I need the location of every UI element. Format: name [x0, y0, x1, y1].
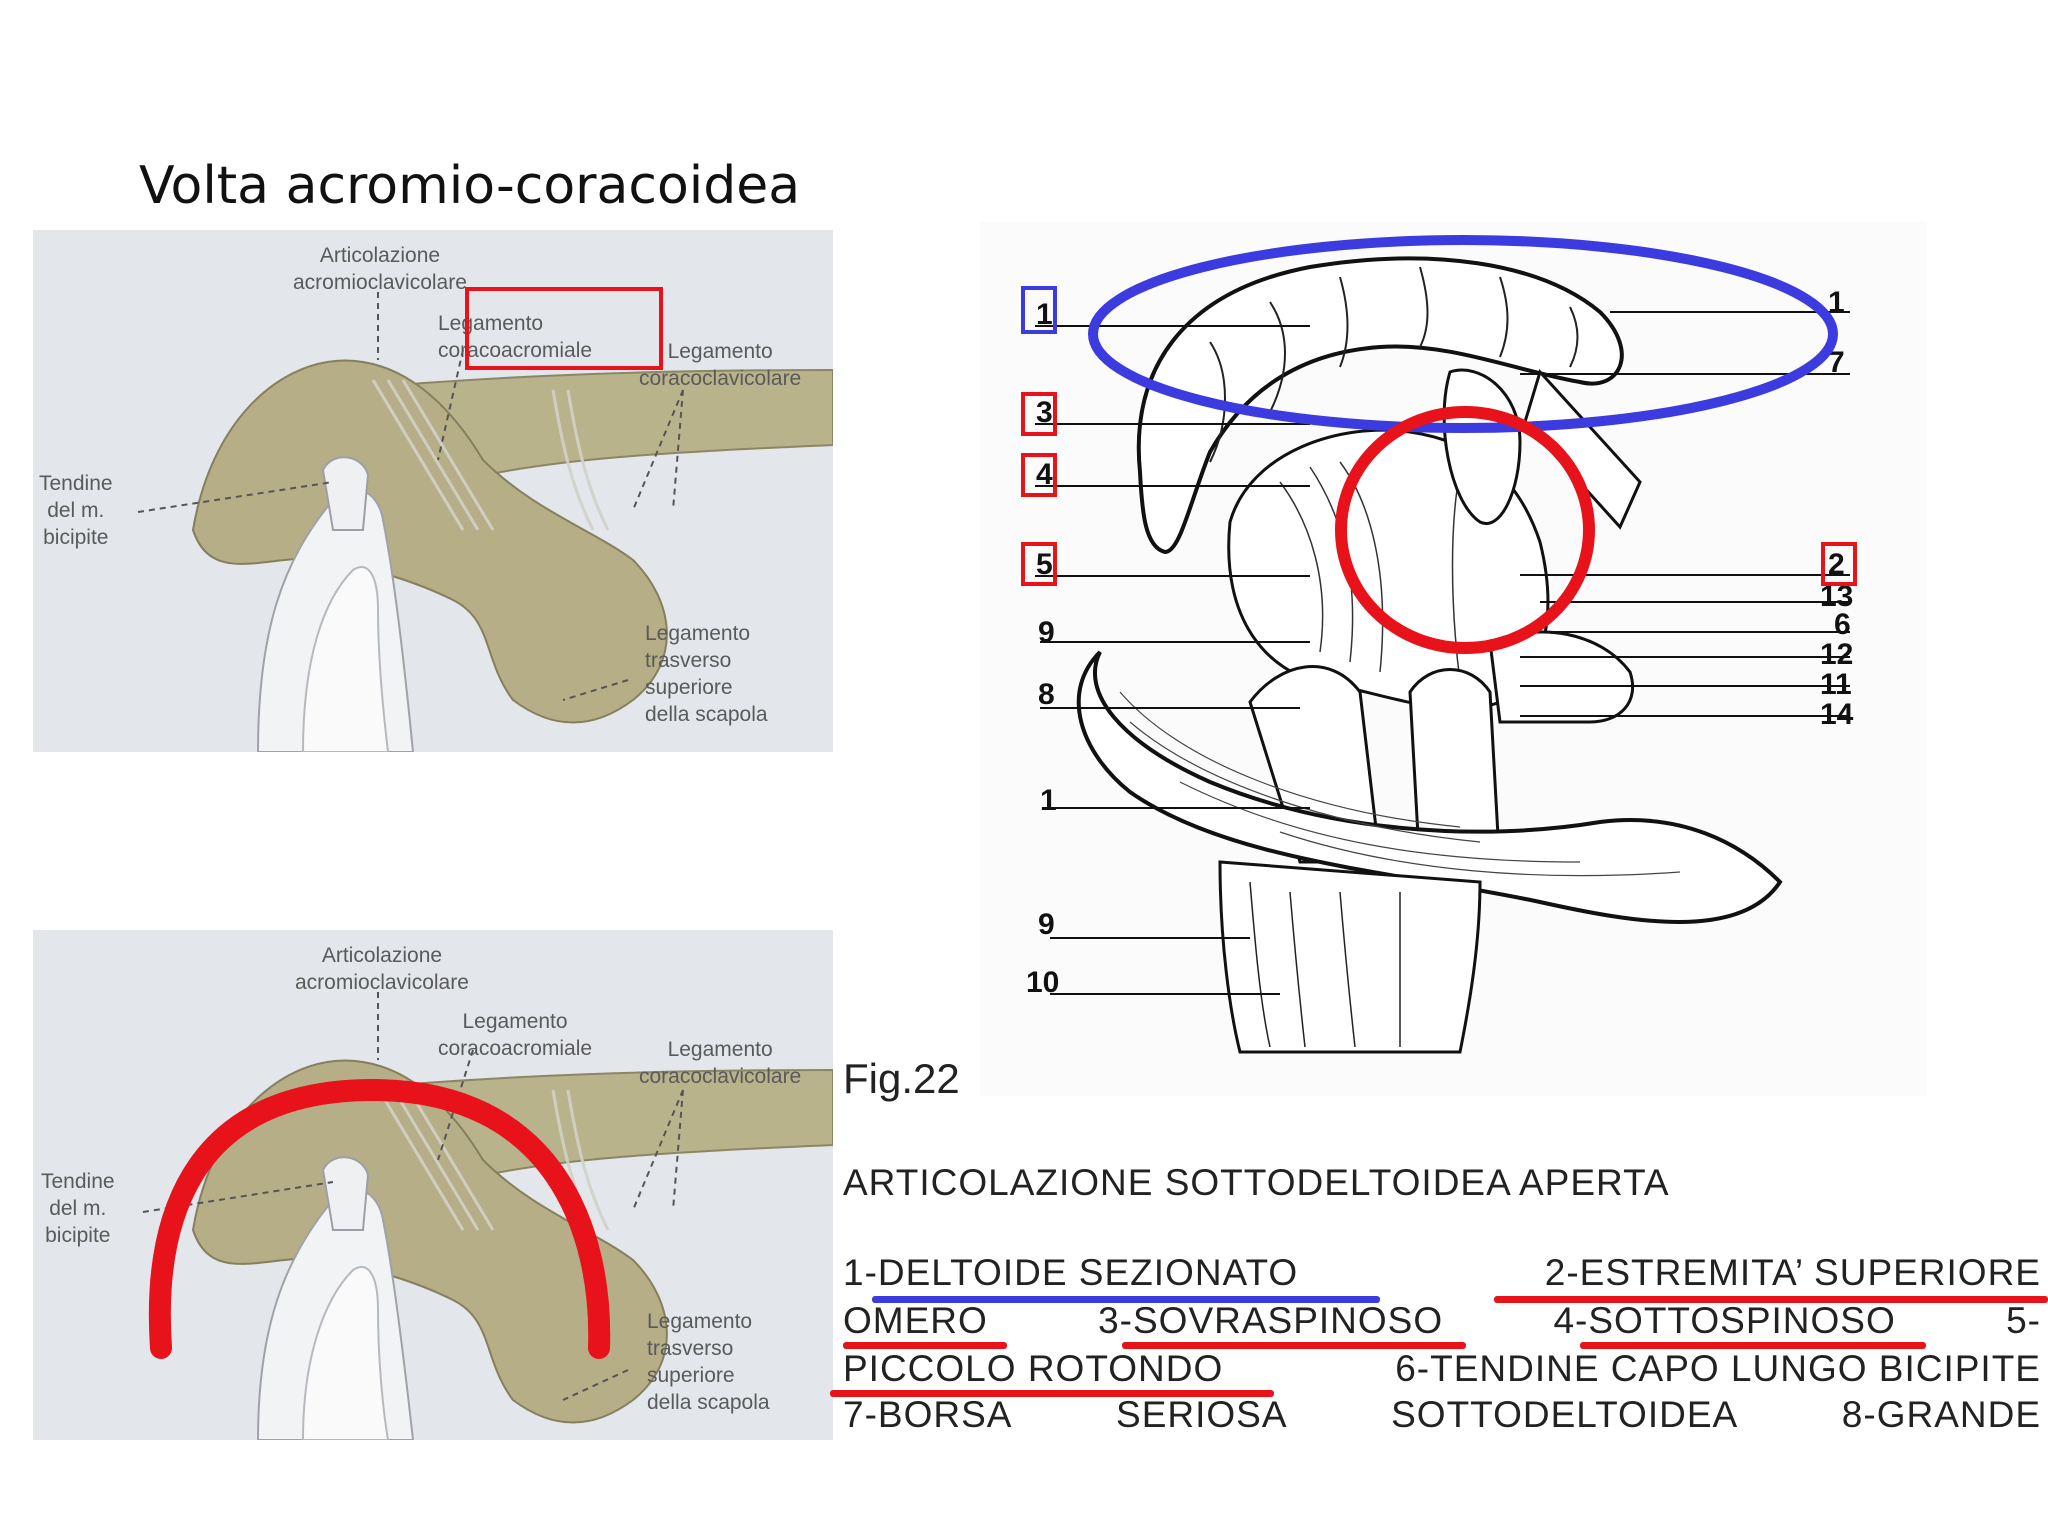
underline-sovraspinoso — [1122, 1342, 1466, 1349]
legend-item-3: 3-SOVRASPINOSO — [1098, 1300, 1444, 1341]
highlight-box-4 — [1021, 453, 1057, 497]
label-acromioclavicular-joint: Articolazione acromioclavicolare — [295, 944, 469, 994]
fig-number: 4 — [1036, 458, 1053, 491]
fig-number: 6 — [1834, 608, 1851, 641]
underline-piccolo-rotondo — [830, 1390, 1274, 1397]
legend-line-2: OMERO 3-SOVRASPINOSO 4-SOTTOSPINOSO 5- — [843, 1300, 2041, 1342]
fig-number: 1 — [1036, 298, 1053, 331]
highlight-box-1 — [1021, 286, 1057, 334]
label-coracoacromial-ligament: Legamento coracoacromiale — [438, 1010, 593, 1060]
arch-highlight — [148, 1078, 611, 1359]
highlight-box-5 — [1021, 542, 1057, 586]
legend-item-piccolo-rotondo: PICCOLO ROTONDO — [843, 1348, 1224, 1389]
legend-item-7b: SERIOSA — [1116, 1394, 1288, 1435]
fig-number: 11 — [1820, 668, 1852, 701]
fig-number: 2 — [1828, 548, 1845, 581]
deltoid-ellipse-highlight — [1088, 235, 1838, 433]
legend-item-5: 5- — [2006, 1300, 2041, 1341]
underline-sottospinoso — [1580, 1342, 1926, 1349]
figure-label: Fig.22 — [843, 1055, 960, 1102]
figure-22-drawing: 1 3 4 5 9 8 1 9 10 1 7 2 13 6 12 11 14 — [980, 222, 1926, 1096]
label-transverse-ligament: Legamento trasverso superiore della scap… — [647, 1310, 770, 1414]
label-transverse-ligament: Legamento trasverso superiore della scap… — [645, 622, 768, 726]
legend-item-8: 8-GRANDE — [1841, 1394, 2041, 1435]
fig-number: 1 — [1828, 286, 1845, 319]
fig-number: 3 — [1036, 396, 1053, 429]
fig-number: 9 — [1038, 908, 1055, 941]
shoulder-drawing-arch — [33, 930, 833, 1440]
legend-line-4: 7-BORSA SERIOSA SOTTODELTOIDEA 8-GRANDE — [843, 1394, 2041, 1436]
highlight-box-2 — [1821, 542, 1857, 586]
label-biceps-tendon: Tendine del m. bicipite — [39, 472, 113, 549]
bottom-shoulder-illustration: Articolazione acromioclavicolare Legamen… — [33, 930, 833, 1440]
legend-item-omero: OMERO — [843, 1300, 988, 1341]
legend-item-1: 1-DELTOIDE SEZIONATO — [843, 1252, 1299, 1293]
humeral-head-circle-highlight — [1335, 406, 1595, 654]
label-coracoclavicular-ligament: Legamento coracoclavicolare — [639, 340, 802, 390]
label-coracoacromial-ligament: Legamento coracoacromiale — [438, 312, 593, 362]
label-biceps-tendon: Tendine del m. bicipite — [41, 1170, 115, 1247]
legend-item-4: 4-SOTTOSPINOSO — [1553, 1300, 1896, 1341]
fig-number: 1 — [1040, 784, 1057, 817]
highlight-box-3 — [1021, 392, 1057, 436]
fig-number: 14 — [1820, 698, 1854, 731]
underline-omero — [843, 1342, 1007, 1349]
label-acromioclavicular-joint: Articolazione acromioclavicolare — [293, 244, 467, 294]
fig-number: 10 — [1026, 966, 1059, 999]
fig-number: 7 — [1828, 346, 1845, 379]
caption-title: ARTICOLAZIONE SOTTODELTOIDEA APERTA — [843, 1162, 1670, 1203]
legend-item-7c: SOTTODELTOIDEA — [1391, 1394, 1739, 1435]
underline-estremita-superiore — [1494, 1296, 2048, 1303]
legend-line-3: PICCOLO ROTONDO 6-TENDINE CAPO LUNGO BIC… — [843, 1348, 2041, 1390]
slide-title: Volta acromio-coracoidea — [139, 156, 801, 216]
subdeltoid-joint-drawing: 1 3 4 5 9 8 1 9 10 1 7 2 13 6 12 11 14 — [1021, 235, 1857, 1054]
legend-line-1: 1-DELTOIDE SEZIONATO 2-ESTREMITA’ SUPERI… — [843, 1252, 2041, 1294]
legend-item-6: 6-TENDINE CAPO LUNGO BICIPITE — [1395, 1348, 2041, 1389]
fig-number: 12 — [1820, 638, 1853, 671]
legend-item-2: 2-ESTREMITA’ SUPERIORE — [1544, 1252, 2041, 1293]
highlight-box-coracoacromial — [465, 287, 663, 370]
fig-number: 8 — [1038, 678, 1055, 711]
fig-number: 5 — [1036, 548, 1053, 581]
shoulder-drawing — [33, 230, 833, 752]
top-shoulder-illustration: Articolazione acromioclavicolare Legamen… — [33, 230, 833, 752]
label-coracoclavicular-ligament: Legamento coracoclavicolare — [639, 1038, 802, 1088]
fig-number: 9 — [1038, 616, 1055, 649]
underline-deltoid — [872, 1296, 1380, 1303]
legend-item-7: 7-BORSA — [843, 1394, 1013, 1435]
